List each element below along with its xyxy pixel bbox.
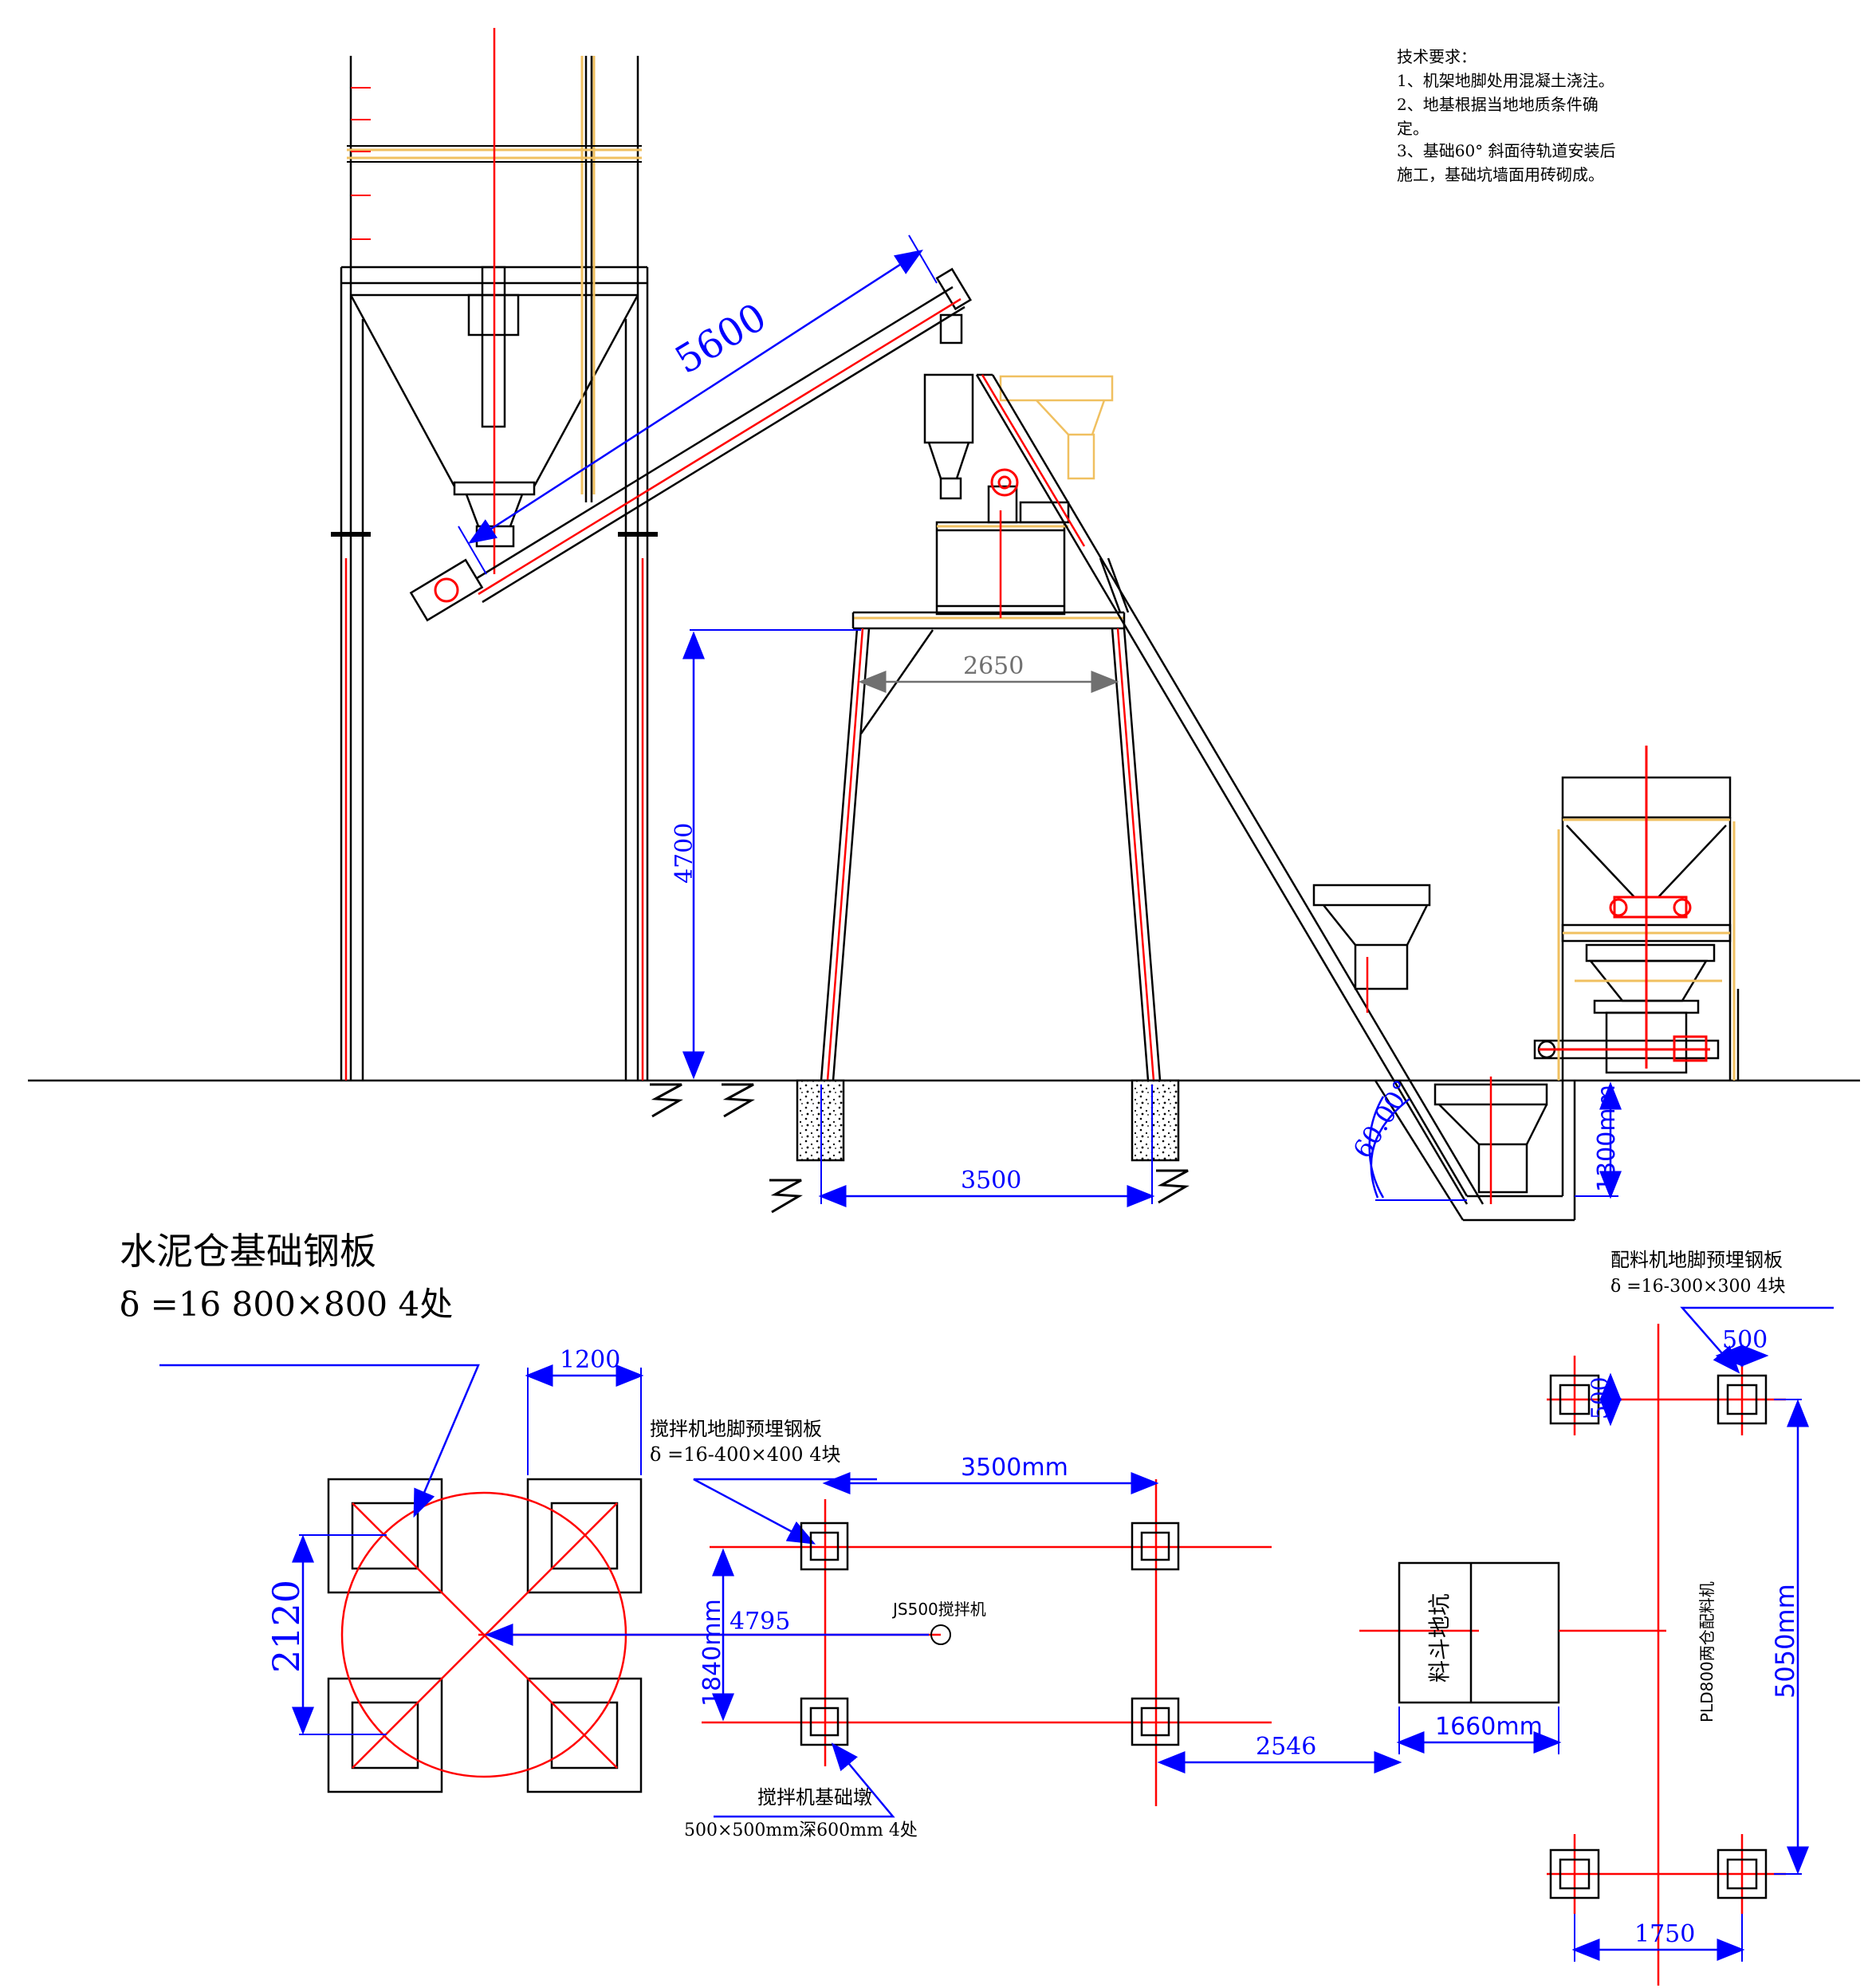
mixer-axes bbox=[478, 1479, 1479, 1806]
mixer-plate-spec: δ =16-400×400 4块 bbox=[650, 1443, 840, 1466]
batcher-axes bbox=[1547, 1324, 1786, 1986]
dim-conveyor: 5600 bbox=[458, 234, 938, 575]
silo-plan-leader bbox=[159, 1364, 480, 1518]
batcher-dim-w: 500 bbox=[1715, 1326, 1769, 1367]
mixer-plate-title: 搅拌机地脚预埋钢板 bbox=[650, 1418, 822, 1440]
footings bbox=[796, 1079, 1180, 1162]
pier-spec: 500×500mm深600mm 4处 bbox=[684, 1821, 918, 1840]
dim-base: 3500 bbox=[818, 1085, 1155, 1207]
pier-leader bbox=[714, 1742, 895, 1818]
dim-base-label: 3500 bbox=[961, 1167, 1021, 1195]
mixer-dim-span-label: 3500mm bbox=[961, 1454, 1068, 1482]
mixer bbox=[935, 485, 1070, 616]
silo-plan-title: 水泥仓基础钢板 bbox=[120, 1230, 376, 1273]
silo-dim-width: 1200 bbox=[525, 1346, 644, 1475]
mixer-plate-leader bbox=[693, 1478, 877, 1545]
skip-rail bbox=[975, 373, 1485, 1205]
mixer-motor bbox=[990, 468, 1019, 497]
silo-dim-span-label: 2120 bbox=[265, 1580, 308, 1673]
pit-dim-width-label: 1660mm bbox=[1435, 1713, 1543, 1741]
silo-centerlines bbox=[344, 28, 644, 1081]
dim-conveyor-label: 5600 bbox=[667, 294, 774, 383]
silo-dim-span: 2120 bbox=[265, 1534, 387, 1735]
dim-pit-label: 1300mm bbox=[1593, 1085, 1621, 1192]
notes-heading: 技术要求： bbox=[1397, 47, 1477, 66]
ground-symbols bbox=[650, 1083, 1190, 1214]
mixer-support bbox=[820, 557, 1162, 1081]
pit-label: 料斗地坑 bbox=[1426, 1593, 1453, 1683]
mixer-leg-centerlines bbox=[826, 510, 1155, 1081]
dim-height: 4700 bbox=[671, 629, 861, 1080]
batcher-plates bbox=[1549, 1374, 1768, 1899]
pit-dim-width: 1660mm bbox=[1396, 1707, 1562, 1754]
batcher-dim-w-label: 500 bbox=[1722, 1326, 1768, 1354]
silo-level-marks bbox=[351, 87, 371, 240]
angle-dim: 60.00° bbox=[1347, 1075, 1467, 1201]
dim-top-width: 2650 bbox=[858, 652, 1119, 693]
notes-line-3: 定。 bbox=[1397, 119, 1429, 138]
mixer-dim-width-label: 1840mm bbox=[698, 1599, 726, 1707]
mixer-dim-gap: 2546 bbox=[1157, 1733, 1402, 1773]
pit-plan: 料斗地坑 1660mm bbox=[1396, 1561, 1562, 1754]
silo-dim-width-label: 1200 bbox=[560, 1346, 620, 1374]
batcher-red bbox=[1539, 746, 1710, 1069]
batcher-plan: 配料机地脚预埋钢板 δ =16-300×300 4块 PLD800两仓配料机 5… bbox=[1547, 1249, 1834, 1986]
batcher-dim-width: 1750 bbox=[1571, 1914, 1745, 1962]
batcher-dim-span: 5050mm bbox=[1770, 1399, 1809, 1875]
tech-notes: 技术要求： 1、机架地脚处用混凝土浇注。 2、地基根据当地地质条件确 定。 3、… bbox=[1397, 47, 1616, 184]
mixer-dim-gap-label: 2546 bbox=[1256, 1733, 1316, 1761]
batcher-dim-h-label: 500 bbox=[1587, 1377, 1613, 1419]
mixer-plan: 搅拌机地脚预埋钢板 δ =16-400×400 4块 JS500搅拌机 3500… bbox=[478, 1418, 1479, 1840]
dim-pit: 1300mm bbox=[1575, 1081, 1622, 1199]
batcher-dim-h: 500 bbox=[1587, 1372, 1622, 1427]
notes-line-5: 施工，基础坑墙面用砖砌成。 bbox=[1397, 165, 1604, 184]
notes-line-4: 3、基础60° 斜面待轨道安装后 bbox=[1397, 141, 1616, 160]
notes-line-1: 1、机架地脚处用混凝土浇注。 bbox=[1397, 71, 1614, 90]
pit-outline bbox=[1398, 1561, 1560, 1704]
batcher-dim-width-label: 1750 bbox=[1634, 1920, 1695, 1948]
silo-plan: 水泥仓基础钢板 δ =16 800×800 4处 1200 212 bbox=[120, 1230, 644, 1793]
batcher-plate-spec: δ =16-300×300 4块 bbox=[1610, 1277, 1786, 1297]
mixer-dim-offset: 4795 bbox=[485, 1608, 929, 1646]
mixer-label: JS500搅拌机 bbox=[891, 1600, 986, 1619]
water-scale bbox=[923, 373, 974, 500]
silo-plan-spec: δ =16 800×800 4处 bbox=[120, 1285, 453, 1324]
skip-rail-centerline bbox=[981, 374, 1086, 547]
mixer-center-mark bbox=[930, 1624, 951, 1645]
skip-hopper-mid bbox=[1312, 884, 1431, 990]
mixer-dim-span: 3500mm bbox=[822, 1454, 1159, 1494]
batcher-label: PLD800两仓配料机 bbox=[1697, 1581, 1717, 1722]
mixer-piers bbox=[800, 1522, 1180, 1746]
dim-top-width-label: 2650 bbox=[963, 652, 1024, 680]
batcher-plate-title: 配料机地脚预埋钢板 bbox=[1610, 1249, 1783, 1271]
notes-line-2: 2、地基根据当地地质条件确 bbox=[1397, 95, 1599, 114]
mixer-frame-yellow bbox=[853, 525, 1124, 620]
mixer-dim-offset-label: 4795 bbox=[730, 1608, 790, 1636]
batcher-elevation bbox=[1533, 776, 1740, 1081]
footing-right bbox=[1131, 1079, 1180, 1162]
elevation-view: 5600 bbox=[28, 28, 1860, 1222]
admixture-hopper bbox=[999, 375, 1114, 480]
dim-height-label: 4700 bbox=[671, 823, 698, 884]
batcher-dim-span-label: 5050mm bbox=[1770, 1584, 1800, 1699]
angle-label: 60.00° bbox=[1347, 1075, 1418, 1163]
pier-title: 搅拌机基础墩 bbox=[757, 1786, 872, 1809]
